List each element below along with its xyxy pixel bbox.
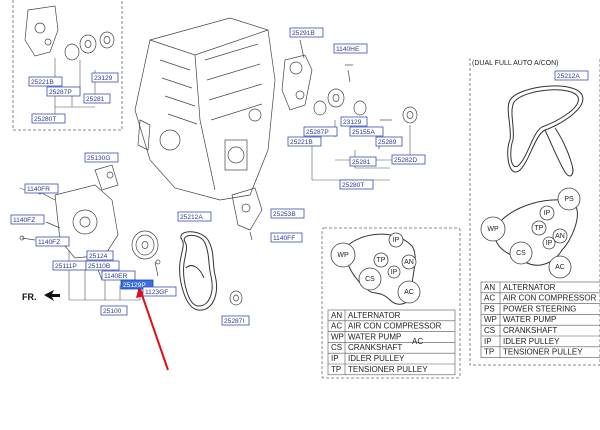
pointer-arrow [136, 286, 169, 371]
pulley-ip-r: IP [544, 210, 551, 217]
pulley-ip-r2: IP [546, 240, 553, 247]
routing-box-dual [469, 58, 600, 366]
part-label-25100[interactable]: 25100 [103, 308, 122, 315]
legend-code: IP [484, 337, 492, 346]
part-label-25280t[interactable]: 25280T [34, 116, 56, 123]
front-marker: FR. [22, 290, 60, 302]
part-label-25281[interactable]: 25281 [86, 96, 105, 103]
legend-description: TENSIONER PULLEY [503, 348, 583, 357]
legend-description: IDLER PULLEY [503, 337, 560, 346]
part-label-25287p-b[interactable]: 25287P [306, 129, 329, 136]
pulley-wp: WP [337, 252, 349, 259]
part-label-25111p[interactable]: 25111P [55, 263, 77, 270]
part-label-25155a[interactable]: 25155A [352, 129, 375, 136]
serpentine-belt-main [179, 231, 243, 311]
legend-code: CS [484, 326, 495, 335]
dual-caption: (DUAL FULL AUTO A/CON) [472, 60, 558, 67]
legend-code: AC [331, 322, 342, 331]
legend-code: AN [484, 283, 495, 292]
pulley-wp-r: WP [487, 226, 499, 233]
pulley-ac-r: AC [555, 264, 565, 271]
pulley-an-r: AN [555, 233, 565, 240]
part-label-25253b[interactable]: 25253B [273, 211, 296, 218]
part-label-25281-b[interactable]: 25281 [352, 159, 371, 166]
part-label-23129[interactable]: 23129 [94, 75, 113, 82]
pulley-tp: TP [377, 257, 386, 264]
legend-code: CS [331, 343, 342, 352]
legend-description: ALTERNATOR [503, 283, 556, 292]
part-label-1140fr[interactable]: 1140FR [27, 186, 50, 193]
legend-left: AN ALTERNATOR AC AIR CON COMPRESSOR WP WATER … [327, 309, 456, 376]
part-label-1140he[interactable]: 1140HE [336, 46, 360, 53]
legend-description: TENSIONER PULLEY [348, 365, 428, 374]
legend-code: WP [331, 332, 344, 341]
leader-lines-left [19, 187, 51, 241]
part-label-25221b[interactable]: 25221B [31, 79, 54, 86]
part-label-1123gf[interactable]: 1123GF [145, 289, 168, 296]
part-label-25282d[interactable]: 25282D [394, 157, 417, 164]
legend-code: PS [484, 304, 495, 313]
legend-description: IDLER PULLEY [348, 354, 405, 363]
pulley-ip: IP [393, 237, 400, 244]
part-labels: 25221B 25287P 23129 25281 25280T 25291B … [10, 27, 589, 326]
part-label-25212a-b[interactable]: 25212A [557, 73, 580, 80]
legend-code: IP [331, 354, 339, 363]
pulley-cs-r: CS [516, 250, 526, 257]
legend-code: AN [331, 311, 342, 320]
legend-description: WATER PUMP [503, 315, 556, 324]
part-label-25291b[interactable]: 25291B [292, 30, 315, 37]
stray-ac-label: AC [412, 337, 423, 346]
pulley-tp-r: TP [535, 225, 544, 232]
part-label-25129p-selected[interactable]: 25129P [123, 282, 146, 289]
part-label-25287p[interactable]: 25287P [49, 89, 72, 96]
legend-frame-right [480, 281, 600, 358]
part-label-25289[interactable]: 25289 [378, 139, 397, 146]
routing-box-standard [321, 227, 461, 379]
part-label-25124[interactable]: 25124 [89, 253, 108, 260]
legend-description: POWER STEERING [503, 304, 576, 313]
legend-description: ALTERNATOR [348, 311, 401, 320]
legend-code: TP [484, 348, 494, 357]
pulley-ac: AC [404, 289, 414, 296]
part-label-1140er[interactable]: 1140ER [104, 273, 128, 280]
part-label-1140ff[interactable]: 1140FF [273, 235, 295, 242]
legend-description: WATER PUMP [348, 332, 401, 341]
legend-code: WP [484, 315, 497, 324]
part-label-23129-b[interactable]: 23129 [343, 119, 362, 126]
legend-code: AC [484, 294, 495, 303]
pulley-ps-r: PS [564, 196, 574, 203]
part-label-1140fz[interactable]: 1140FZ [13, 217, 35, 224]
legend-description: AIR CON COMPRESSOR [348, 322, 442, 331]
part-label-25130g[interactable]: 25130G [87, 155, 110, 162]
part-label-25110b[interactable]: 25110B [88, 263, 111, 270]
inset-top-left [12, 0, 123, 131]
engine-block-drawing [134, 17, 276, 201]
pulley-an: AN [404, 259, 414, 266]
part-label-1140fz-b[interactable]: 1140FZ [38, 239, 60, 246]
legend-description: CRANKSHAFT [348, 343, 402, 352]
front-marker-text: FR. [22, 292, 37, 302]
legend-description: CRANKSHAFT [503, 326, 557, 335]
bracket-25253b [231, 187, 263, 241]
legend-code: TP [331, 365, 341, 374]
part-label-25221b-b[interactable]: 25221B [290, 139, 313, 146]
part-label-25287i[interactable]: 25287I [224, 318, 244, 325]
pulley-cs: CS [365, 276, 375, 283]
pulley-codes-right: WP PS IP TP AN IP CS AC [487, 196, 574, 271]
legend-description: AIR CON COMPRESSOR [503, 294, 597, 303]
legend-right: AN ALTERNATOR AC AIR CON COMPRESSOR PS POWER … [480, 281, 600, 358]
pulley-codes-left: WP IP TP AN IP CS AC [337, 237, 414, 296]
part-label-25212a[interactable]: 25212A [180, 214, 203, 221]
part-label-25280t-b[interactable]: 25280T [342, 182, 364, 189]
pulley-ip-2: IP [391, 269, 398, 276]
